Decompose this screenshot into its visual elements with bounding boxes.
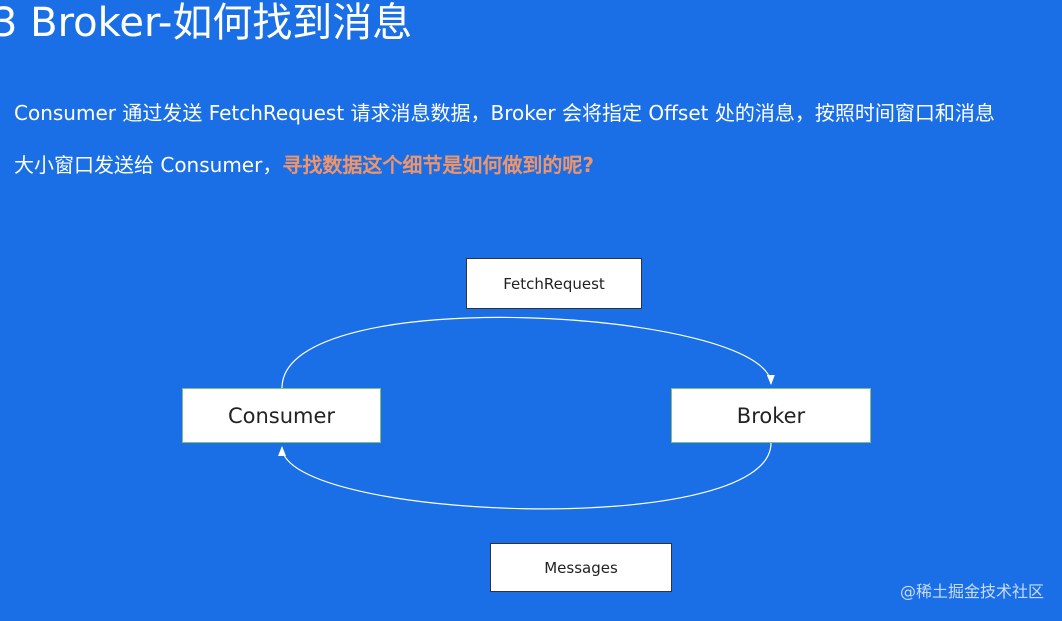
watermark-text: @稀土掘金技术社区 [899,582,1044,601]
description-line-2: 大小窗口发送给 Consumer，寻找数据这个细节是如何做到的呢? [14,151,1054,179]
consumer-node: Consumer [182,388,381,443]
broker-node: Broker [671,388,871,443]
slide-title: 3 Broker-如何找到消息 [0,0,413,46]
messages-label: Messages [490,543,672,592]
request-arrow [281,316,775,389]
fetch-request-label: FetchRequest [466,258,642,309]
response-arrow [278,442,772,510]
description-line-1: Consumer 通过发送 FetchRequest 请求消息数据，Broker… [14,101,995,125]
description-plain-text: 大小窗口发送给 Consumer， [14,153,283,177]
description-highlight-question: 寻找数据这个细节是如何做到的呢? [282,153,594,177]
